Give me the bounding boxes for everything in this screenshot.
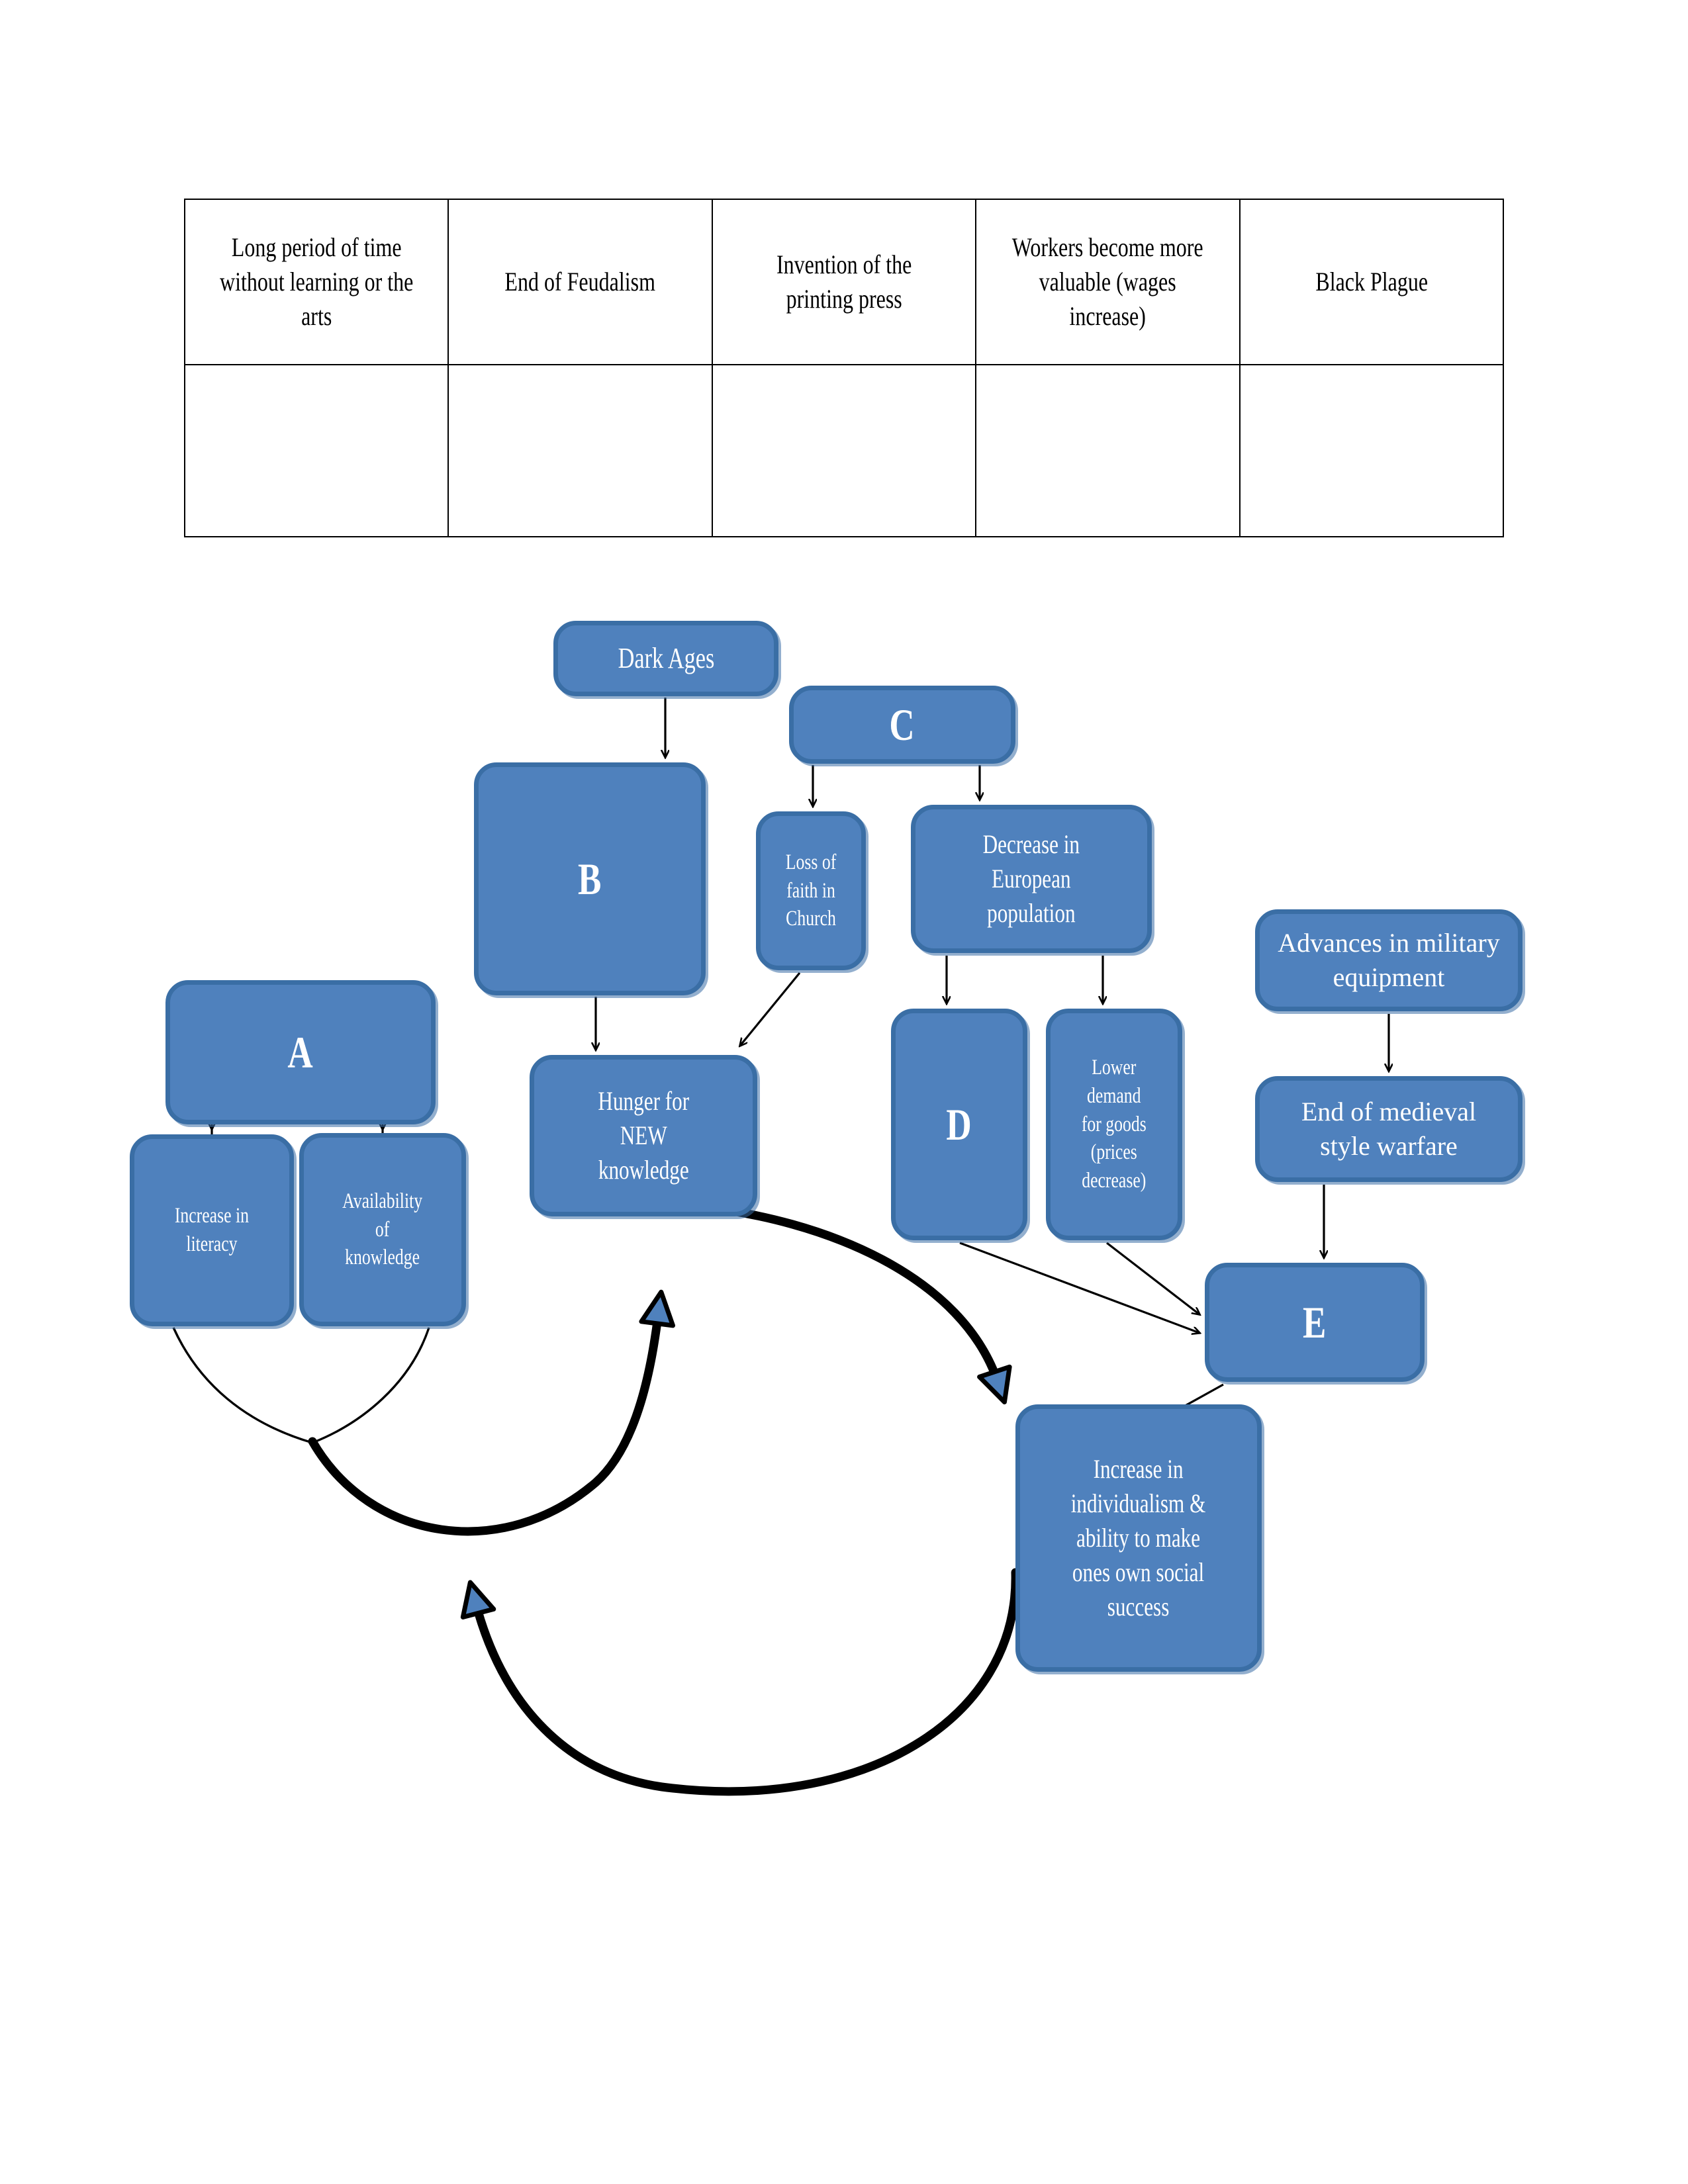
node-literacy-label: Increase in literacy — [174, 1204, 250, 1256]
node-d[interactable]: D — [891, 1009, 1027, 1240]
node-loss-of-faith-in-church[interactable]: Loss of faith in Church — [756, 811, 866, 970]
node-lower-demand-label: Lower demand for goods (prices decrease) — [1082, 1055, 1147, 1193]
word-bank-answer-4[interactable] — [1265, 364, 1477, 537]
node-hunger-for-new-knowledge[interactable]: Hunger for NEW knowledge — [530, 1055, 757, 1216]
node-e[interactable]: E — [1205, 1263, 1425, 1382]
word-bank-table: Long period of time without learning or … — [184, 199, 1504, 537]
node-decrease-pop-label: Decrease in European population — [982, 829, 1080, 928]
edge-loss-faith-to-hunger — [740, 972, 801, 1046]
word-bank-term-3: Workers become more valuable (wages incr… — [1002, 199, 1214, 365]
node-lower-demand-for-goods[interactable]: Lower demand for goods (prices decrease) — [1046, 1009, 1182, 1240]
node-individual-label: Increase in individualism & ability to m… — [1071, 1454, 1206, 1621]
table-row-answers — [185, 364, 1503, 537]
node-hunger-label: Hunger for NEW knowledge — [598, 1086, 689, 1185]
node-availability-label: Availability of knowledge — [342, 1189, 423, 1270]
node-b-label: B — [578, 853, 602, 904]
edge-lower-demand-to-e — [1106, 1242, 1199, 1314]
word-bank-term-4: Black Plague — [1265, 199, 1477, 365]
node-loss-faith-label: Loss of faith in Church — [785, 850, 837, 931]
edge-individual-to-loop-curve — [460, 1568, 1020, 1796]
node-b[interactable]: B — [474, 762, 706, 995]
word-bank-term-1: End of Feudalism — [474, 199, 686, 365]
node-advances-in-military-equipment[interactable]: Advances in military equipment — [1255, 909, 1523, 1011]
node-military-label: Advances in military equipment — [1278, 928, 1500, 992]
node-c-label: C — [889, 699, 915, 750]
node-a[interactable]: A — [165, 980, 436, 1124]
node-increase-in-individualism[interactable]: Increase in individualism & ability to m… — [1015, 1404, 1262, 1672]
node-d-label: D — [946, 1099, 972, 1150]
feeder-literacy — [172, 1327, 313, 1444]
table-row-terms: Long period of time without learning or … — [185, 199, 1503, 365]
word-bank-answer-1[interactable] — [474, 364, 686, 537]
node-availability-of-knowledge[interactable]: Availability of knowledge — [299, 1133, 466, 1326]
node-dark-ages[interactable]: Dark Ages — [553, 621, 778, 696]
node-warfare-label: End of medieval style warfare — [1301, 1097, 1477, 1161]
word-bank-answer-3[interactable] — [1002, 364, 1214, 537]
node-dark-ages-label: Dark Ages — [618, 642, 714, 675]
word-bank-term-0: Long period of time without learning or … — [211, 199, 423, 365]
node-end-of-medieval-style-warfare[interactable]: End of medieval style warfare — [1255, 1076, 1523, 1182]
edge-knowledge-to-hunger-curve — [308, 1289, 676, 1536]
node-increase-in-literacy[interactable]: Increase in literacy — [130, 1134, 294, 1326]
node-e-label: E — [1303, 1297, 1327, 1347]
edge-d-to-e — [959, 1242, 1199, 1333]
node-c[interactable]: C — [789, 686, 1015, 764]
node-a-label: A — [287, 1026, 314, 1077]
word-bank-answer-0[interactable] — [211, 364, 423, 537]
word-bank-answer-2[interactable] — [737, 364, 951, 537]
feeder-availability — [312, 1327, 430, 1444]
node-decrease-in-european-population[interactable]: Decrease in European population — [911, 805, 1152, 953]
word-bank-term-2: Invention of the printing press — [737, 199, 951, 365]
